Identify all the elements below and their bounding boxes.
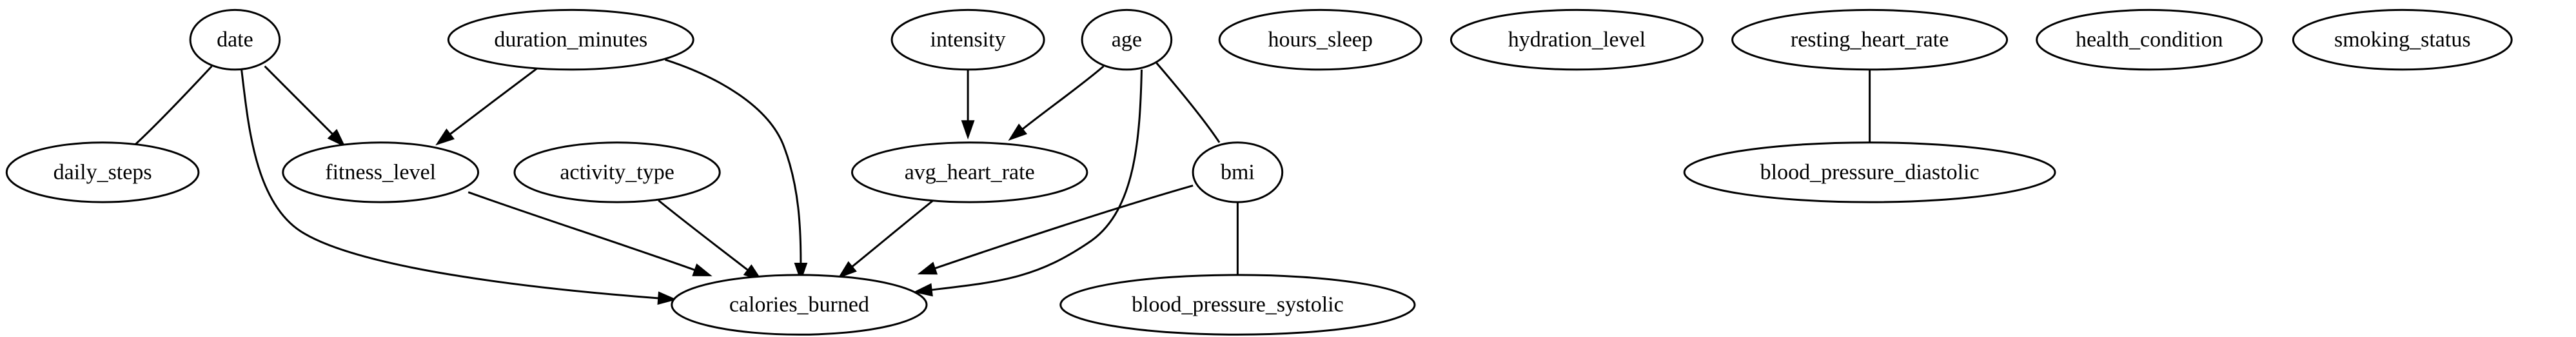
- node-label: hours_sleep: [1268, 28, 1372, 52]
- edge-age-to-bmi: [1155, 62, 1221, 143]
- edge-age-to-calories_burned: [913, 69, 1143, 297]
- node-ellipse: [1059, 274, 1416, 336]
- node-intensity: intensity: [890, 8, 1045, 71]
- node-ellipse: [189, 8, 281, 71]
- node-date: date: [189, 8, 281, 71]
- edge-duration_minutes-to-calories_burned: [665, 58, 808, 282]
- node-blood_pressure_systolic: blood_pressure_systolic: [1059, 274, 1416, 336]
- node-ellipse: [1731, 8, 2009, 71]
- edge-date-to-daily_steps: [135, 65, 213, 145]
- edge-intensity-to-avg_heart_rate: [961, 69, 975, 140]
- node-health_condition: health_condition: [2036, 8, 2263, 71]
- node-ellipse: [1192, 141, 1284, 203]
- edge-line: [658, 199, 749, 271]
- node-resting_heart_rate: resting_heart_rate: [1731, 8, 2009, 71]
- node-label: age: [1112, 28, 1142, 52]
- edge-date-to-fitness_level: [264, 65, 346, 148]
- arrowhead-icon: [327, 128, 346, 148]
- edge-age-to-avg_heart_rate: [1008, 65, 1105, 141]
- node-smoking_status: smoking_status: [2292, 8, 2513, 71]
- edge-line: [135, 65, 213, 145]
- edge-avg_heart_rate-to-calories_burned: [838, 199, 934, 279]
- edge-line: [851, 199, 934, 268]
- edge-activity_type-to-calories_burned: [658, 199, 763, 281]
- arrowhead-icon: [435, 128, 455, 146]
- node-label: smoking_status: [2334, 28, 2471, 52]
- edge-bmi-to-calories_burned: [917, 184, 1194, 275]
- node-fitness_level: fitness_level: [282, 141, 480, 203]
- node-label: fitness_level: [325, 160, 436, 184]
- node-label: duration_minutes: [494, 28, 647, 52]
- edge-line: [449, 67, 538, 135]
- node-ellipse: [1450, 8, 1704, 71]
- edge-line: [241, 69, 659, 300]
- arrowhead-icon: [913, 283, 933, 297]
- node-label: blood_pressure_systolic: [1132, 293, 1344, 317]
- nodes-layer: date duration_minutes intensity age hours_sl…: [5, 8, 2513, 336]
- node-label: activity_type: [560, 160, 674, 184]
- arrowhead-icon: [1008, 123, 1028, 141]
- arrowhead-icon: [917, 261, 938, 275]
- node-ellipse: [2036, 8, 2263, 71]
- node-label: intensity: [930, 28, 1006, 52]
- edges-layer: [135, 58, 1871, 305]
- node-age: age: [1081, 8, 1173, 71]
- node-daily_steps: daily_steps: [5, 141, 200, 203]
- edge-line: [467, 191, 696, 271]
- arrowhead-icon: [692, 263, 713, 276]
- node-hydration_level: hydration_level: [1450, 8, 1704, 71]
- node-label: date: [217, 28, 253, 52]
- arrowhead-icon: [838, 261, 857, 279]
- edge-line: [264, 65, 333, 135]
- node-duration_minutes: duration_minutes: [447, 8, 694, 71]
- edge-line: [665, 58, 802, 264]
- node-ellipse: [282, 141, 480, 203]
- arrowhead-icon: [657, 291, 677, 305]
- node-label: hydration_level: [1508, 28, 1646, 52]
- node-calories_burned: calories_burned: [671, 274, 928, 336]
- node-ellipse: [1081, 8, 1173, 71]
- node-ellipse: [1683, 141, 2056, 203]
- node-ellipse: [2292, 8, 2513, 71]
- node-bmi: bmi: [1192, 141, 1284, 203]
- node-ellipse: [513, 141, 721, 203]
- node-label: health_condition: [2076, 28, 2223, 52]
- edge-line: [1155, 62, 1221, 143]
- node-blood_pressure_diastolic: blood_pressure_diastolic: [1683, 141, 2056, 203]
- edge-date-to-calories_burned: [241, 69, 677, 305]
- node-label: calories_burned: [729, 293, 869, 317]
- edge-line: [934, 184, 1194, 270]
- edge-duration_minutes-to-fitness_level: [435, 67, 538, 146]
- arrowhead-icon: [961, 120, 975, 140]
- edge-line: [1021, 65, 1105, 130]
- node-label: daily_steps: [54, 160, 152, 184]
- node-label: resting_heart_rate: [1791, 28, 1949, 52]
- node-label: bmi: [1221, 160, 1255, 184]
- node-activity_type: activity_type: [513, 141, 721, 203]
- node-label: avg_heart_rate: [905, 160, 1035, 184]
- node-ellipse: [890, 8, 1045, 71]
- edge-line: [931, 69, 1143, 291]
- node-ellipse: [851, 141, 1088, 203]
- arrowhead-icon: [794, 263, 808, 282]
- node-ellipse: [671, 274, 928, 336]
- node-ellipse: [447, 8, 694, 71]
- node-hours_sleep: hours_sleep: [1218, 8, 1422, 71]
- node-ellipse: [5, 141, 200, 203]
- node-label: blood_pressure_diastolic: [1760, 160, 1980, 184]
- node-avg_heart_rate: avg_heart_rate: [851, 141, 1088, 203]
- node-ellipse: [1218, 8, 1422, 71]
- edge-fitness_level-to-calories_burned: [467, 191, 713, 276]
